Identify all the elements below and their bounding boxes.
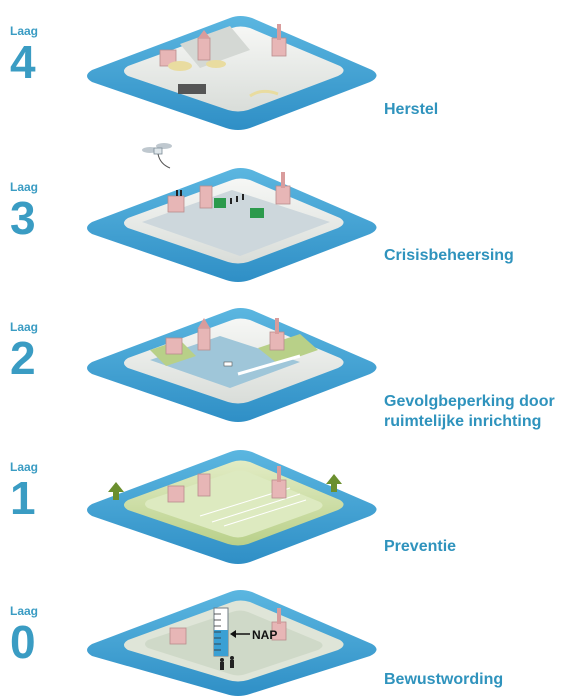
emergency-sign-icon bbox=[214, 198, 264, 218]
laag-text: Laag bbox=[10, 24, 39, 38]
caption-bewustwording: Bewustwording bbox=[384, 671, 504, 688]
laag-text: Laag bbox=[10, 460, 39, 474]
layer-3-island bbox=[87, 143, 377, 282]
person-icon bbox=[220, 656, 234, 670]
layer-4-label: Laag 4 bbox=[10, 24, 39, 88]
laag-text: Laag bbox=[10, 180, 39, 194]
caption-crisisbeheersing: Crisisbeheersing bbox=[384, 247, 514, 264]
layer-0-label: Laag 0 bbox=[10, 604, 39, 668]
caption-herstel: Herstel bbox=[384, 101, 439, 118]
caption-gevolgbeperking: Gevolgbeperking door ruimtelijke inricht… bbox=[384, 393, 555, 430]
layer-number: 2 bbox=[10, 332, 36, 384]
layer-number: 0 bbox=[10, 616, 36, 668]
nap-label: NAP bbox=[252, 628, 277, 642]
layer-2-island bbox=[87, 308, 377, 422]
layer-2-label: Laag 2 bbox=[10, 320, 39, 384]
layer-1-label: Laag 1 bbox=[10, 460, 39, 524]
layer-0-island: NAP bbox=[87, 590, 377, 696]
layer-number: 4 bbox=[10, 36, 36, 88]
layer-number: 1 bbox=[10, 472, 36, 524]
layer-3-label: Laag 3 bbox=[10, 180, 39, 244]
laag-text: Laag bbox=[10, 320, 39, 334]
measuring-staff-icon bbox=[213, 607, 229, 657]
person-icon bbox=[176, 190, 244, 204]
caption-preventie: Preventie bbox=[384, 538, 457, 555]
laag-text: Laag bbox=[10, 604, 39, 618]
layer-1-island bbox=[87, 450, 377, 564]
layer-4-island bbox=[87, 16, 377, 130]
arrow-up-icon bbox=[108, 474, 342, 500]
drone-icon bbox=[142, 143, 172, 169]
layer-number: 3 bbox=[10, 192, 36, 244]
